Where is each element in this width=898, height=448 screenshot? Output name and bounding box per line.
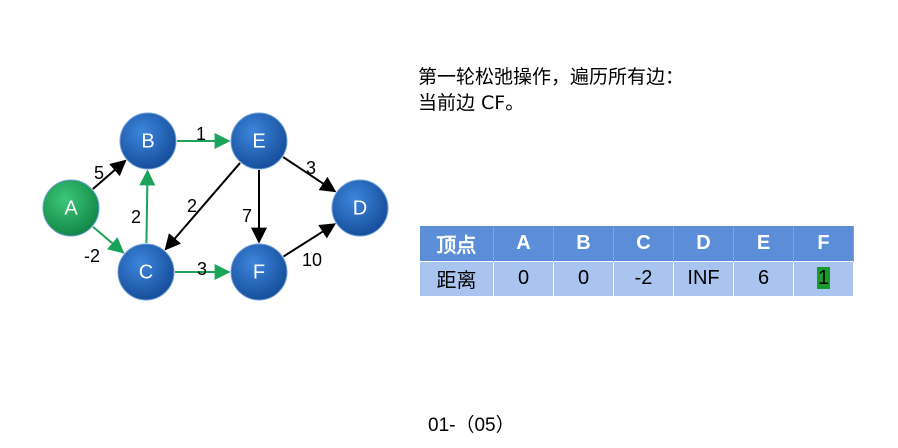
node-label-c: C (139, 261, 153, 283)
edge-e-d (282, 156, 337, 193)
table-distance-row: 距离 0 0 -2 INF 6 1 (419, 260, 854, 297)
edge-e-c (164, 162, 241, 251)
footer-page-label: 01-（05） (428, 415, 515, 436)
header-cell-c: C (613, 226, 674, 261)
distance-cell-c: -2 (613, 260, 674, 297)
edge-weight-f-d: 10 (302, 250, 322, 270)
distance-cell-b: 0 (553, 260, 614, 297)
edge-weight-a-b: 5 (94, 163, 104, 183)
node-label-b: B (141, 130, 154, 152)
distance-table: 顶点 A B C D E F 距离 0 0 -2 INF 6 1 (419, 226, 854, 297)
edge-weight-c-b: 2 (131, 207, 141, 227)
highlighted-value: 1 (816, 267, 831, 289)
table-header-row: 顶点 A B C D E F (419, 226, 854, 261)
node-label-d: D (353, 197, 367, 219)
edge-f-d (282, 223, 337, 258)
edge-weight-e-f: 7 (242, 206, 252, 226)
node-circle-a (42, 179, 100, 237)
edge-weight-e-c: 2 (187, 196, 197, 216)
node-circle-f (230, 243, 288, 301)
header-cell-e: E (733, 226, 794, 261)
node-d: D (331, 179, 389, 237)
node-label-e: E (252, 130, 265, 152)
distance-cell-f: 1 (793, 260, 854, 297)
distance-cell-d: INF (673, 260, 734, 297)
node-b: B (119, 112, 177, 170)
edge-weight-c-f: 3 (197, 259, 207, 279)
node-circle-e (230, 112, 288, 170)
node-circle-d (331, 179, 389, 237)
node-circle-c (117, 243, 175, 301)
node-a: A (42, 179, 100, 237)
edge-a-b (92, 159, 127, 190)
row-label: 距离 (419, 260, 494, 297)
header-cell-f: F (793, 226, 854, 261)
node-e: E (230, 112, 288, 170)
edge-c-b (139, 169, 156, 244)
header-cell-a: A (493, 226, 554, 261)
description-line-2: 当前边 CF。 (418, 92, 525, 114)
node-circle-b (119, 112, 177, 170)
edge-weight-a-c: -2 (84, 246, 100, 266)
header-cell-d: D (673, 226, 734, 261)
header-cell-b: B (553, 226, 614, 261)
node-label-f: F (253, 261, 265, 283)
node-c: C (117, 243, 175, 301)
description-line-1: 第一轮松弛操作，遍历所有边： (418, 66, 685, 88)
edge-weight-e-d: 3 (306, 158, 316, 178)
node-f: F (230, 243, 288, 301)
edge-a-c (92, 226, 125, 254)
distance-cell-a: 0 (493, 260, 554, 297)
node-label-a: A (64, 197, 78, 219)
header-label: 顶点 (419, 226, 494, 261)
edge-weight-b-e: 1 (196, 124, 206, 144)
distance-cell-e: 6 (733, 260, 794, 297)
description: 第一轮松弛操作，遍历所有边： 当前边 CF。 (418, 64, 684, 116)
